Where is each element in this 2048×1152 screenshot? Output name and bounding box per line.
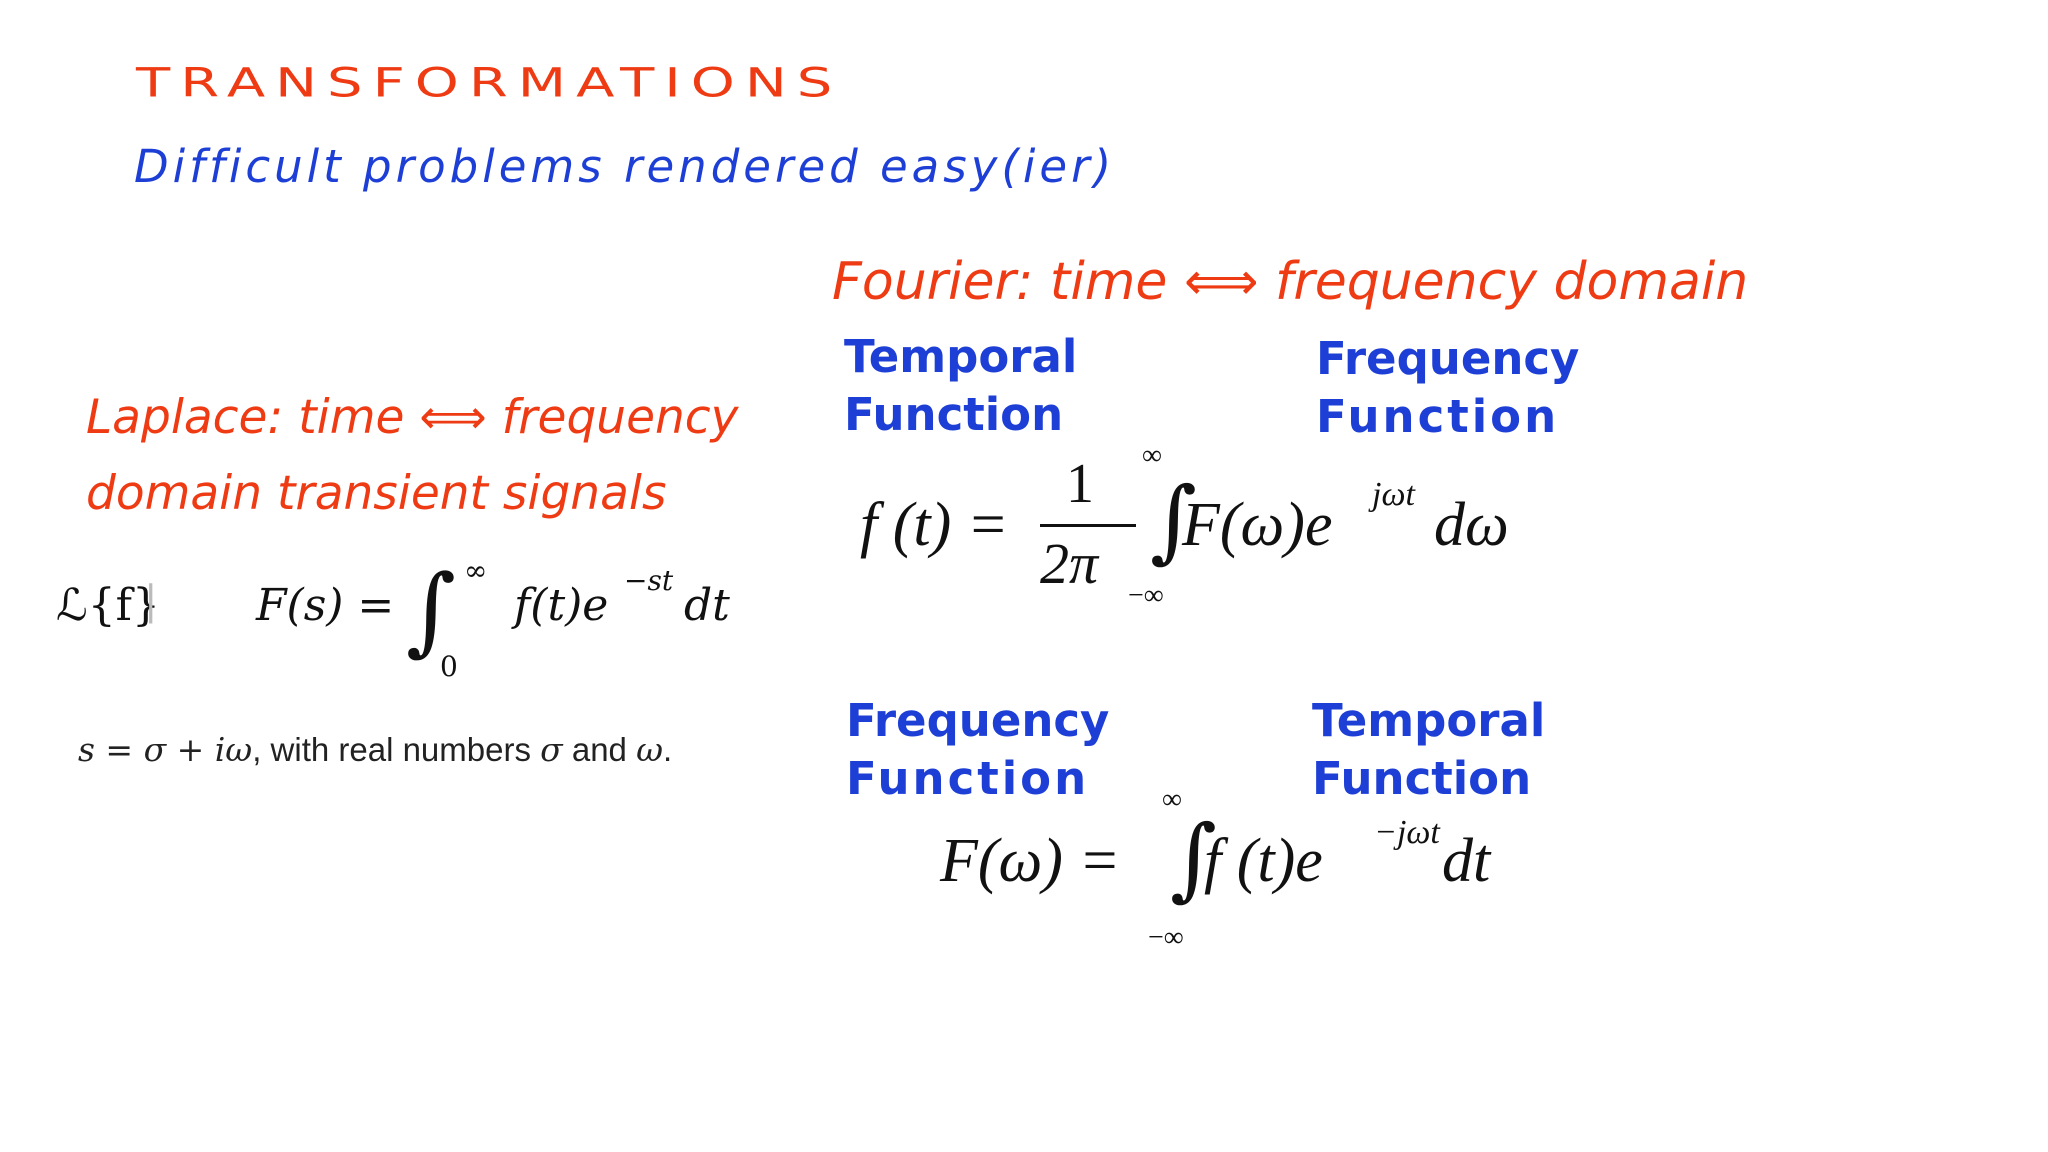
- forward-left-label-1: Frequency: [846, 694, 1110, 747]
- forward-upper-limit: ∞: [1162, 784, 1182, 815]
- inverse-right-label-1: Frequency: [1316, 332, 1580, 385]
- inverse-denominator: 2π: [1040, 531, 1099, 596]
- forward-integrand: f (t)e: [1204, 827, 1323, 895]
- note-text: , with real numbers: [252, 731, 541, 768]
- forward-right-label: Temporal Function: [1312, 692, 1545, 808]
- forward-right-label-2: Function: [1312, 752, 1532, 805]
- laplace-heading-line2: domain transient signals: [86, 466, 667, 521]
- laplace-upper-limit: ∞: [464, 554, 488, 587]
- inverse-left-label-2: Function: [844, 388, 1064, 441]
- fourier-heading: Fourier: time ⟺ frequency domain: [832, 252, 1749, 312]
- inverse-left-label-1: Temporal: [844, 330, 1078, 383]
- note-and: and: [562, 731, 637, 768]
- inverse-fourier-equation: f (t) = 1 2π ∞ ∫ −∞ F(ω)e jωt dω: [860, 440, 1520, 618]
- laplace-variable-note: s = σ + iω, with real numbers σ and ω.: [78, 730, 672, 769]
- note-omega: ω: [636, 730, 663, 769]
- forward-exponent: −jωt: [1374, 814, 1440, 851]
- laplace-differential: dt: [684, 580, 730, 631]
- forward-lower-limit: −∞: [1148, 922, 1184, 953]
- inverse-right-label: Frequency Function: [1316, 330, 1579, 446]
- inverse-exponent: jωt: [1372, 476, 1415, 513]
- note-expression: s = σ + iω: [78, 730, 253, 769]
- forward-fourier-equation: F(ω) = ∞ ∫ −∞ f (t)e −jωt dt: [940, 784, 1500, 956]
- slide-subtitle: Difficult problems rendered easy(ier): [134, 140, 1116, 193]
- inverse-numerator: 1: [1066, 453, 1094, 515]
- forward-left-label: Frequency Function: [846, 692, 1109, 808]
- inverse-integrand: F(ω)e: [1182, 491, 1333, 559]
- inverse-left-label: Temporal Function: [844, 328, 1077, 444]
- laplace-heading-line1: Laplace: time ⟺ frequency: [86, 390, 739, 445]
- inverse-right-label-2: Function: [1316, 390, 1560, 443]
- integral-sign: ∫: [1150, 468, 1197, 573]
- forward-right-label-1: Temporal: [1312, 694, 1546, 747]
- note-end: .: [663, 731, 673, 768]
- laplace-operator: ℒ{f}: [56, 580, 160, 631]
- forward-left-label-2: Function: [846, 752, 1090, 805]
- forward-differential: dt: [1442, 827, 1491, 895]
- inverse-lhs: f (t) =: [860, 491, 1009, 559]
- laplace-integrand: f(t)e: [514, 580, 609, 631]
- integral-sign: ∫: [1170, 806, 1217, 911]
- laplace-lower-limit: 0: [440, 650, 458, 683]
- fraction-bar: [1040, 524, 1136, 527]
- integral-sign: ∫: [406, 554, 457, 666]
- forward-lhs: F(ω) =: [940, 827, 1121, 895]
- slide-title: Transformations: [136, 60, 843, 107]
- inverse-lower-limit: −∞: [1128, 580, 1164, 611]
- laplace-exponent: −st: [624, 564, 674, 597]
- note-sigma: σ: [540, 730, 563, 769]
- laplace-lhs: F(s) =: [256, 580, 395, 631]
- inverse-differential: dω: [1434, 491, 1509, 559]
- laplace-heading: Laplace: time ⟺ frequency domain transie…: [86, 380, 738, 532]
- cursor-bar: |: [144, 578, 158, 624]
- inverse-upper-limit: ∞: [1142, 440, 1162, 471]
